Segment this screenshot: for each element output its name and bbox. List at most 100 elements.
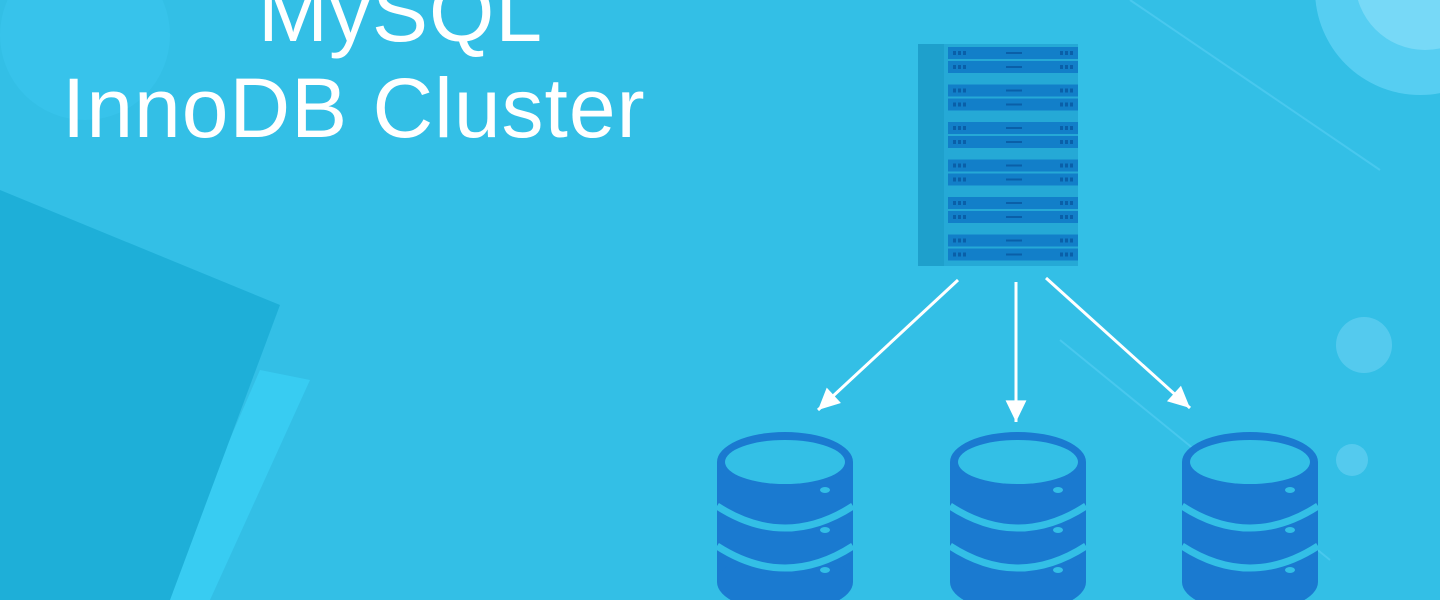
rack-led [1070,252,1073,257]
database-divider [948,503,1088,532]
database-top-face [725,440,845,484]
rack-led [1065,201,1068,205]
rack-led [963,215,966,219]
rack-led [1065,65,1068,69]
rack-led [1070,177,1073,182]
rack-led [1060,88,1063,93]
database-led [1053,567,1063,573]
rack-slot [1006,178,1022,181]
rack-led [1065,88,1068,93]
rack-slot [1006,253,1022,256]
database-top-face [958,440,1078,484]
rack-led [953,140,956,144]
rack-slot [1006,66,1022,68]
rack-led [958,163,961,168]
rack-led [1070,51,1073,55]
rack-led [963,238,966,243]
decor-circle [1357,0,1440,50]
rack-led [953,177,956,182]
rack-led [953,88,956,93]
decor-circle [0,0,170,120]
rack-slot [1006,141,1022,143]
decor-panel-light [160,370,310,600]
rack-led [1065,163,1068,168]
rack-side [918,44,944,266]
rack-slot [1006,52,1022,54]
database-divider [715,543,855,572]
arrow-head [1166,385,1190,408]
rack-led [963,163,966,168]
database-divider [1180,543,1320,572]
database-divider [1180,503,1320,532]
rack-led [1070,215,1073,219]
arrow-line [816,278,960,412]
rack-led [1065,215,1068,219]
rack-led [953,65,956,69]
rack-led [953,126,956,130]
rack-led [963,51,966,55]
rack-led [1060,65,1063,69]
rack-led [1070,238,1073,243]
rack-led [958,215,961,219]
rack-led [1070,102,1073,107]
rack-led [1070,65,1073,69]
rack-led [1060,177,1063,182]
rack-led [1070,140,1073,144]
rack-led [963,140,966,144]
rack-led [958,140,961,144]
rack-led [1065,51,1068,55]
rack-led [1065,140,1068,144]
rack-led [1060,126,1063,130]
title-line-2: InnoDB Cluster [62,61,646,155]
rack-slot [1006,127,1022,129]
rack-led [1065,238,1068,243]
rack-led [1060,102,1063,107]
rack-led [1060,51,1063,55]
database-led [1285,487,1295,493]
rack-led [958,102,961,107]
rack-led [953,163,956,168]
rack-led [963,126,966,130]
database-led [1285,527,1295,533]
database-led [1053,527,1063,533]
arrow-head [818,387,841,410]
rack-led [1060,201,1063,205]
rack-led [963,102,966,107]
databases [715,432,1320,600]
rack-led [963,201,966,205]
arrow-line [1044,276,1192,410]
rack-slot [1006,239,1022,242]
rack-led [1060,215,1063,219]
arrow-head [1005,400,1027,422]
database-top-face [1190,440,1310,484]
database-icon [715,432,855,600]
database-led [820,527,830,533]
title-line-1: MySQL [258,0,544,59]
rack-led [1060,163,1063,168]
database-divider [948,543,1088,572]
rack-led [1060,238,1063,243]
rack-led [958,238,961,243]
rack-led [1065,126,1068,130]
rack-led [963,65,966,69]
rack-led [963,177,966,182]
rack-led [958,252,961,257]
database-led [1053,487,1063,493]
arrows [816,276,1192,422]
rack-led [1065,252,1068,257]
decor-line [1129,0,1381,171]
rack-slot [1006,103,1022,106]
rack-led [958,65,961,69]
rack-slot [1006,216,1022,218]
rack-led [1070,126,1073,130]
rack-led [1070,201,1073,205]
rack-led [1060,252,1063,257]
rack-led [958,126,961,130]
rack-led [958,201,961,205]
database-led [1285,567,1295,573]
rack-led [953,201,956,205]
rack-led [1070,163,1073,168]
database-icon [948,432,1088,600]
